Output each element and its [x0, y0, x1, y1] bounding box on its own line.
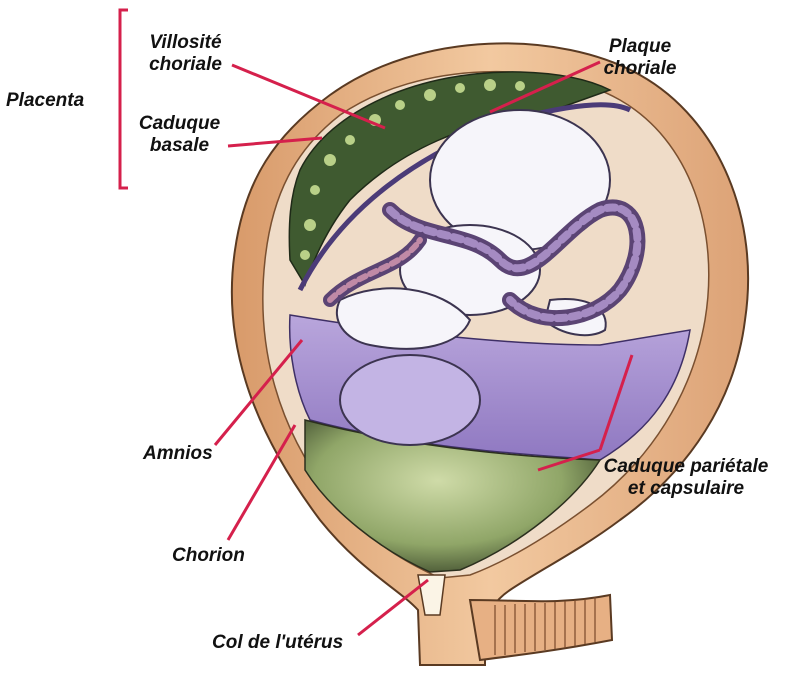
- label-caduque-parietale-line1: Caduque pariétale: [596, 456, 776, 478]
- label-villosite-choriale: Villosité choriale: [138, 32, 233, 76]
- label-caduque-parietale: Caduque pariétale et capsulaire: [596, 456, 776, 500]
- label-caduque-basale-line2: basale: [132, 135, 227, 157]
- label-plaque-choriale: Plaque choriale: [590, 36, 690, 80]
- label-caduque-parietale-line2: et capsulaire: [596, 478, 776, 500]
- label-col-uterus: Col de l'utérus: [212, 632, 343, 654]
- label-caduque-basale-line1: Caduque: [132, 113, 227, 135]
- label-plaque-line2: choriale: [590, 58, 690, 80]
- label-villosite-line2: choriale: [138, 54, 233, 76]
- label-villosite-line1: Villosité: [138, 32, 233, 54]
- label-caduque-basale: Caduque basale: [132, 113, 227, 157]
- label-plaque-line1: Plaque: [590, 36, 690, 58]
- label-chorion: Chorion: [172, 545, 245, 567]
- placenta-bracket: [120, 10, 128, 188]
- label-amnios: Amnios: [143, 443, 213, 465]
- label-placenta: Placenta: [6, 90, 84, 112]
- leader-chorion: [228, 425, 295, 540]
- vaginal-canal: [470, 595, 612, 660]
